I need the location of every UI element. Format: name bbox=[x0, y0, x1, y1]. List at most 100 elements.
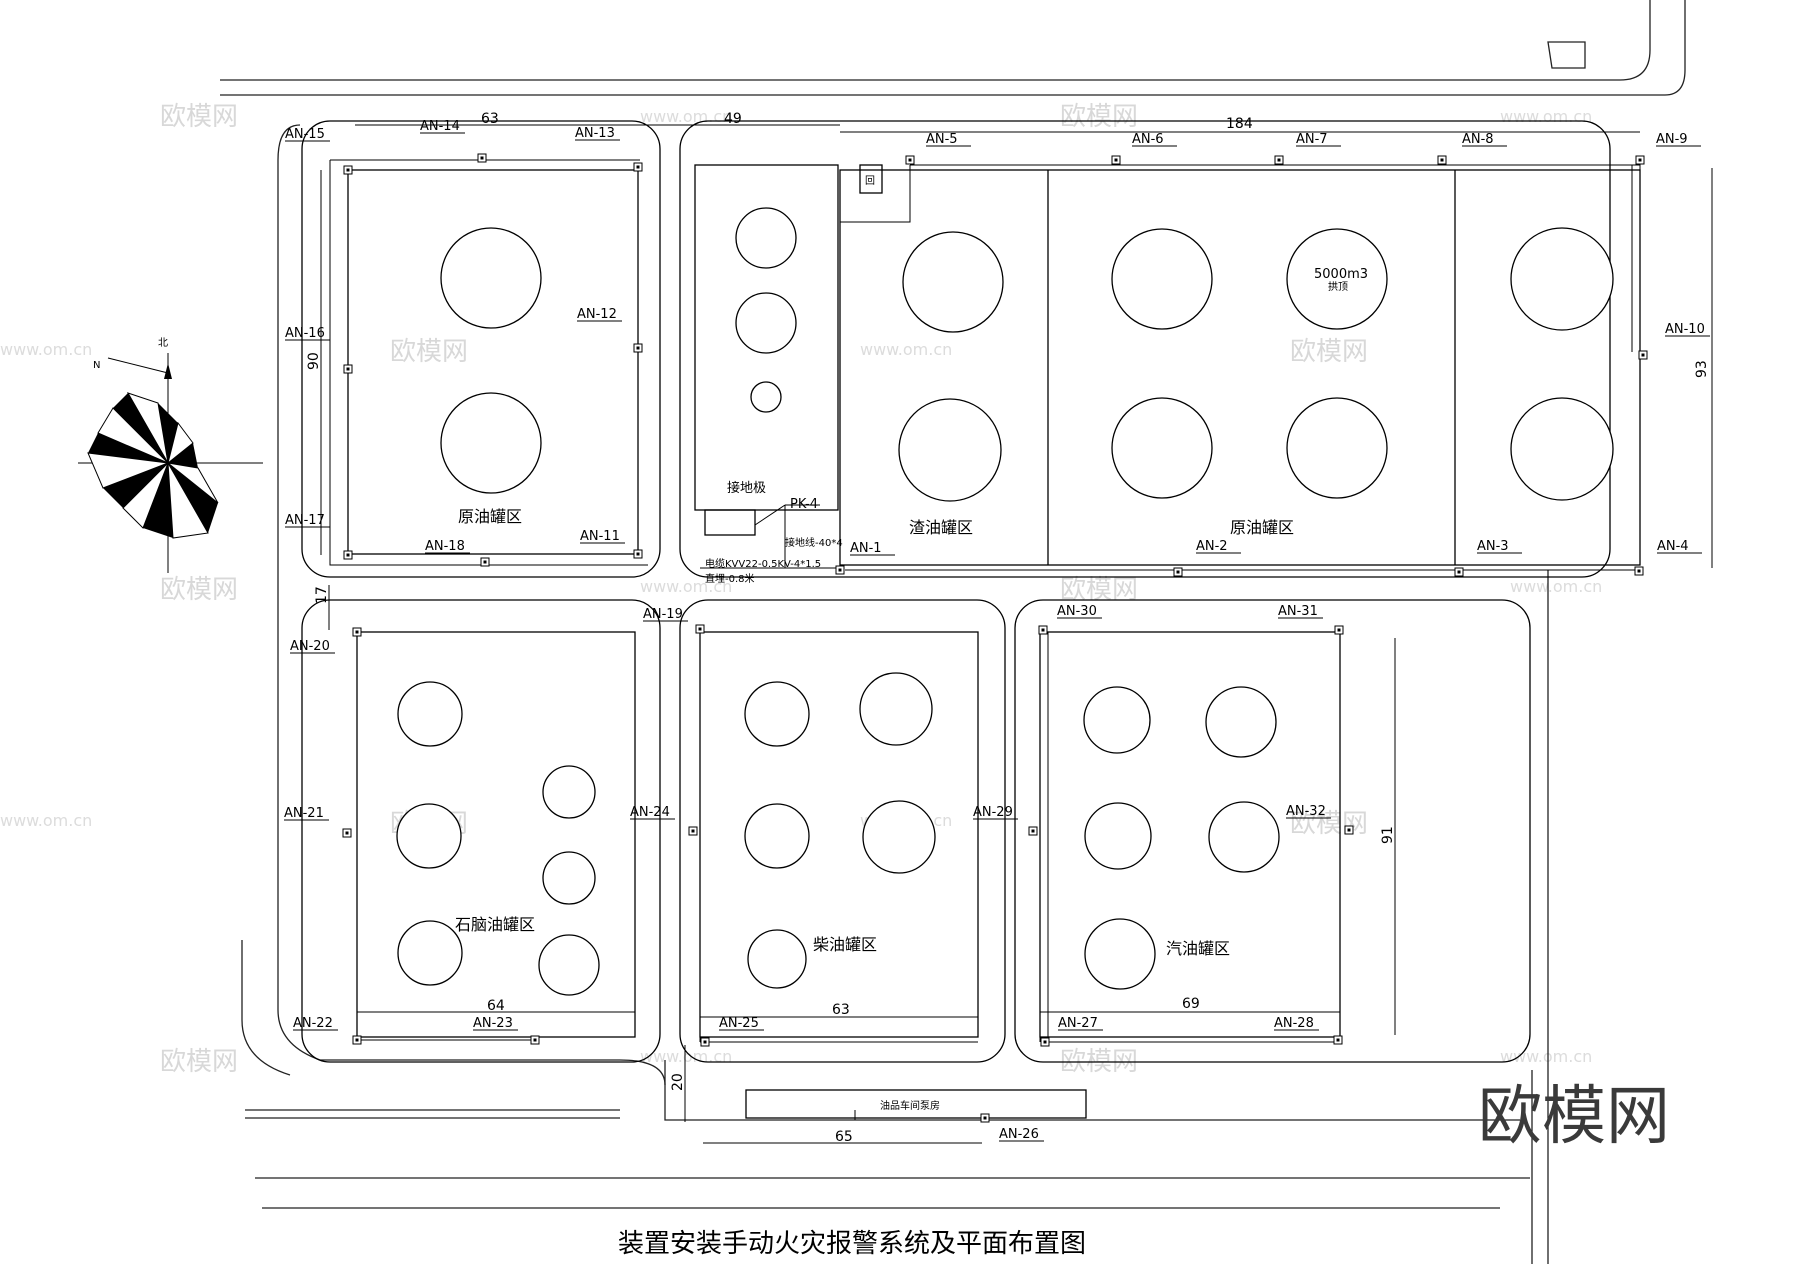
zone-crude-west: 原油罐区 bbox=[458, 507, 522, 526]
tank bbox=[1111, 228, 1213, 330]
dim-184: 184 bbox=[1226, 116, 1253, 132]
tank bbox=[542, 765, 596, 819]
tank bbox=[862, 800, 936, 874]
alarm-point-dot bbox=[698, 627, 702, 631]
tank bbox=[744, 803, 810, 869]
alarm-point-label: AN-4 bbox=[1657, 539, 1689, 554]
dim-63-top: 63 bbox=[481, 111, 499, 127]
tank bbox=[440, 227, 542, 329]
compass-petal bbox=[103, 463, 168, 508]
alarm-point-label: AN-1 bbox=[850, 541, 882, 556]
tank bbox=[542, 851, 596, 905]
watermark-text: 欧模网 bbox=[1290, 809, 1368, 839]
alarm-point-label: AN-5 bbox=[926, 132, 958, 147]
alarm-point-dot bbox=[1638, 158, 1642, 162]
pump-house-label: 油品车间泵房 bbox=[880, 1099, 940, 1112]
compass-pointer bbox=[107, 357, 169, 374]
wiring-east-top bbox=[840, 164, 1641, 355]
alarm-point-dot bbox=[1637, 569, 1641, 573]
alarm-point-label: AN-13 bbox=[575, 126, 615, 141]
watermark-text: 欧模网 bbox=[160, 575, 238, 605]
alarm-point-label: AN-17 bbox=[285, 513, 325, 528]
dim-91: 91 bbox=[1380, 826, 1396, 844]
zone-residue: 渣油罐区 bbox=[909, 518, 973, 537]
alarm-point-dot bbox=[1336, 1038, 1340, 1042]
watermark-text: 欧模网 bbox=[160, 1047, 238, 1077]
alarm-point-label: AN-7 bbox=[1296, 132, 1328, 147]
alarm-point-dot bbox=[346, 553, 350, 557]
alarm-wiring bbox=[329, 159, 1641, 1120]
watermark-text: 欧模网 bbox=[160, 102, 238, 132]
compass-label-n: N bbox=[93, 360, 100, 371]
tank bbox=[750, 381, 782, 413]
tank-roof-label: 拱顶 bbox=[1328, 280, 1348, 293]
road-south-stub bbox=[245, 1109, 620, 1119]
alarm-point-dot bbox=[1347, 828, 1351, 832]
alarm-point-label: AN-12 bbox=[577, 307, 617, 322]
alarm-point-label: AN-20 bbox=[290, 639, 330, 654]
tank bbox=[902, 231, 1004, 333]
tank bbox=[1286, 397, 1388, 499]
tank bbox=[1205, 686, 1277, 758]
road-network bbox=[220, 0, 1686, 1264]
alarm-point-dot bbox=[346, 168, 350, 172]
dim-65: 65 bbox=[835, 1129, 853, 1145]
alarm-point-dot bbox=[1337, 628, 1341, 632]
alarm-point-dot bbox=[691, 829, 695, 833]
dike-naphtha bbox=[301, 599, 661, 1063]
tank bbox=[1111, 397, 1213, 499]
alarm-point-dot bbox=[636, 346, 640, 350]
watermark-url: www.om.cn bbox=[0, 340, 92, 359]
grounding-plate-label: 接地极 bbox=[727, 480, 766, 496]
tank bbox=[859, 672, 933, 746]
area-diesel bbox=[699, 631, 979, 1038]
compass: 北 N bbox=[78, 337, 263, 573]
road-pumphouse bbox=[664, 1060, 1520, 1121]
zone-diesel: 柴油罐区 bbox=[813, 935, 877, 954]
alarm-point-label: AN-31 bbox=[1278, 604, 1318, 619]
alarm-point-label: AN-16 bbox=[285, 326, 325, 341]
tank bbox=[1083, 686, 1151, 754]
area-residue-crude bbox=[839, 169, 1641, 566]
tank-5000m3 bbox=[1286, 228, 1388, 330]
junction-box-mark: 回 bbox=[865, 175, 875, 187]
bury-depth-label: 直埋-0.8米 bbox=[705, 572, 755, 585]
road-west-outer-2 bbox=[241, 940, 291, 1076]
watermark-url: www.om.cn bbox=[640, 577, 732, 596]
watermark-url: www.om.cn bbox=[640, 107, 732, 126]
drawing-title: 装置安装手动火灾报警系统及平面布置图 bbox=[618, 1229, 1086, 1259]
alarm-point-dot bbox=[1041, 628, 1045, 632]
road-west-outer bbox=[277, 124, 666, 1086]
alarm-point-label: AN-3 bbox=[1477, 539, 1509, 554]
road-south bbox=[255, 1177, 1530, 1209]
pk-label: PK-4 bbox=[790, 497, 818, 512]
dike-gasoline bbox=[1014, 599, 1531, 1063]
alarm-point-dot bbox=[636, 165, 640, 169]
alarm-point-dot bbox=[983, 1116, 987, 1120]
alarm-point-dot bbox=[636, 552, 640, 556]
tank bbox=[538, 934, 600, 996]
alarm-point-label: AN-14 bbox=[420, 119, 460, 134]
alarm-point-label: AN-23 bbox=[473, 1016, 513, 1031]
dim-49: 49 bbox=[724, 111, 742, 127]
brand-watermark: 欧模网 bbox=[1478, 1080, 1670, 1154]
alarm-point-dot bbox=[1440, 158, 1444, 162]
alarm-point-label: AN-26 bbox=[999, 1127, 1039, 1142]
alarm-point-label: AN-8 bbox=[1462, 132, 1494, 147]
alarm-point-label: AN-29 bbox=[973, 805, 1013, 820]
alarm-point-label: AN-9 bbox=[1656, 132, 1688, 147]
dike-crude-east bbox=[679, 120, 1611, 578]
alarm-point-dot bbox=[345, 831, 349, 835]
gate-house bbox=[1547, 41, 1586, 69]
alarm-point-label: AN-10 bbox=[1665, 322, 1705, 337]
tank bbox=[735, 207, 797, 269]
alarm-point-label: AN-27 bbox=[1058, 1016, 1098, 1031]
alarm-point-dot bbox=[1641, 353, 1645, 357]
alarm-point-label: AN-6 bbox=[1132, 132, 1164, 147]
grounding-leader bbox=[754, 504, 820, 568]
dimension-lines: 63 49 184 90 93 17 64 63 69 91 20 65 bbox=[306, 111, 1713, 1145]
alarm-point-label: AN-25 bbox=[719, 1016, 759, 1031]
alarm-point-dot bbox=[346, 367, 350, 371]
road-north-inner bbox=[220, 0, 1686, 96]
